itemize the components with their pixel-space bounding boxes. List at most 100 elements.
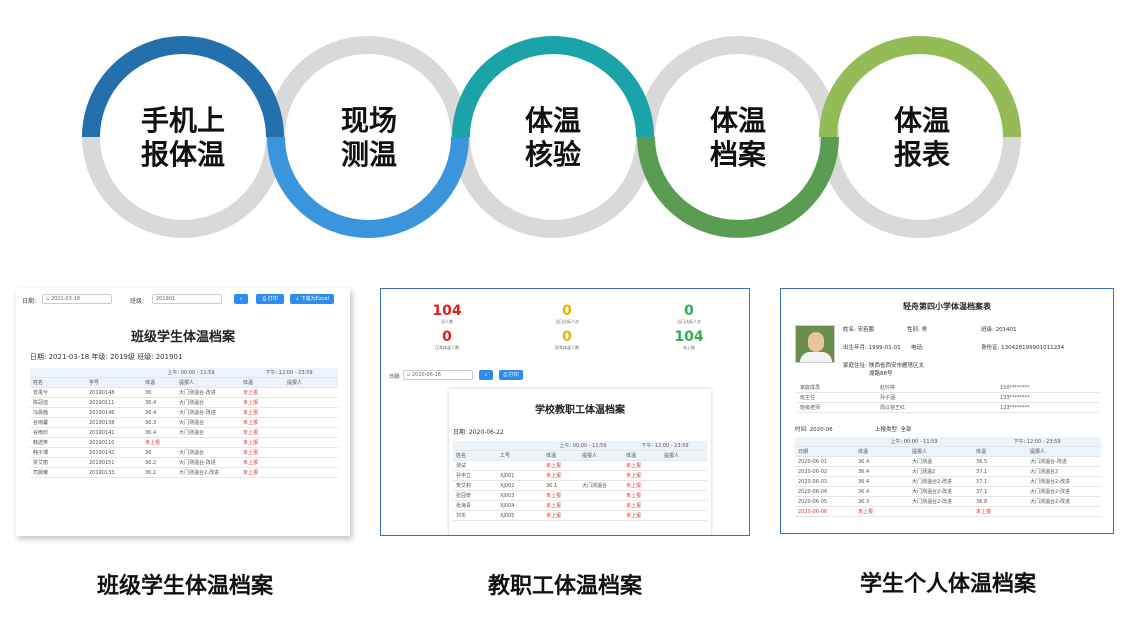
column-header: 提报人 [176, 377, 241, 388]
step-label-line: 体温 [524, 104, 581, 137]
column-header: 日期 [795, 446, 855, 457]
table-cell: 36.4 [855, 476, 909, 487]
column-header: 学号 [86, 377, 142, 388]
table-cell: 未上报 [240, 417, 285, 428]
class-value: 201901 [156, 296, 176, 302]
class-label: 班级: [130, 298, 145, 305]
table-cell: 大门测温台 [176, 397, 241, 408]
table-cell: 2020-06-04 [795, 486, 855, 497]
table-cell: 刘冬 [453, 510, 497, 521]
export-label: 下载为Excel [300, 296, 330, 302]
step-label-4: 体温 档案 [673, 104, 803, 172]
table-cell: 未上报 [623, 460, 662, 471]
student-id-card: 身份证: 130428199901011234 [981, 345, 1065, 351]
print-button[interactable]: ⎙ 打印 [256, 294, 284, 304]
table-cell: 大门测温台2-改进 [909, 496, 974, 507]
column-header: 提报人 [579, 450, 624, 461]
am-header: 上午: 00:00 - 11:59 [142, 368, 241, 378]
student-gender: 性别: 男 [907, 327, 928, 333]
export-excel-button[interactable]: ↓ 下载为Excel [290, 294, 334, 304]
table-cell: 未上报 [543, 500, 579, 511]
table-cell: 大门测温台2-改进 [176, 467, 241, 478]
table-cell: 未上报 [973, 506, 1028, 517]
table-cell: XJ001 [497, 470, 543, 481]
table-cell [284, 397, 339, 408]
table-cell: 20190133 [86, 467, 142, 478]
stat-today: 0 当日达标人次 [537, 303, 597, 325]
date-value: 2021-03-18 [50, 296, 81, 302]
date-input[interactable]: ▫ 2020-06-16 [403, 370, 473, 380]
student-birth: 出生年月: 1999-01-01 [843, 345, 901, 351]
table-cell: 20190111 [86, 397, 142, 408]
table-cell: 2020-06-03 [795, 476, 855, 487]
column-header: 体温 [240, 377, 285, 388]
table-cell: 未上报 [240, 457, 285, 468]
contact-role: 家庭成员 [797, 383, 877, 393]
table-cell: 20190138 [86, 417, 142, 428]
class-input[interactable]: 201901 [152, 294, 222, 304]
table-cell: 未上报 [543, 470, 579, 481]
table-cell: 36.4 [855, 466, 909, 477]
table-cell: 大门测温2 [909, 466, 974, 477]
table-cell: 大门测温台 [176, 427, 241, 438]
photo-head [808, 332, 824, 352]
table-cell: 36.8 [973, 496, 1028, 507]
table-cell: 2020-06-02 [795, 466, 855, 477]
table-cell [284, 427, 339, 438]
contact-name: 周以铭王红 [877, 402, 997, 413]
table-cell: 大门测温台2-改进 [909, 476, 974, 487]
table-header-row: 姓名 学号 体温 提报人 体温 提报人 [30, 377, 339, 388]
table-cell: 2020-06-01 [795, 456, 855, 467]
table-cell: 安禹兮 [30, 387, 86, 398]
date-input[interactable]: ▫ 2021-03-18 [42, 294, 112, 304]
table-cell: 孙丰立 [453, 470, 497, 481]
address-label: 家庭住址: [843, 363, 867, 369]
stat-number: 0 [684, 303, 694, 319]
stat-label: 未上报 [683, 345, 695, 350]
staff-archive-sheet: 学校教职工体温档案 日期: 2020-06-22 上午: 00:00 - 11:… [449, 389, 711, 535]
table-cell: 未上报 [240, 427, 285, 438]
table-period-row: 上午: 00:00 - 11:59 下午: 12:00 - 23:59 [453, 441, 708, 451]
column-header: 体温 [973, 446, 1028, 457]
staff-archive-caption: 教职工体温档案 [487, 574, 642, 599]
table-cell: 未上报 [623, 490, 662, 501]
table-cell [661, 470, 708, 481]
stat-total: 104 总人数 [417, 303, 477, 325]
ring-arc-3 [452, 36, 654, 138]
table-cell: 贾艾丽 [30, 457, 86, 468]
table-cell: 36.2 [142, 457, 176, 468]
table-cell: 36.5 [973, 456, 1028, 467]
step-label-3: 体温 核验 [488, 104, 618, 172]
student-phone: 电话: [911, 345, 924, 351]
step-label-5: 体温 报表 [857, 104, 987, 172]
search-button[interactable]: ⌕ [479, 370, 493, 380]
toolbar: 日期: ▫ 2021-03-18 班级: 201901 ⌕ ⎙ 打印 ↓ 下载为… [20, 294, 350, 308]
print-label: 打印 [267, 296, 278, 302]
table-period-row: 上午: 00:00 - 11:59 下午: 12:00 - 23:59 [795, 437, 1102, 447]
search-button[interactable]: ⌕ [234, 294, 248, 304]
table-cell: 大门测温台2 [1027, 466, 1102, 477]
table-cell: 36.1 [142, 467, 176, 478]
stat-label: 正常体温人数 [435, 345, 459, 350]
table-cell [284, 447, 339, 458]
table-cell: 大门测温台2-改进 [909, 486, 974, 497]
calendar-icon: ▫ [46, 296, 51, 302]
column-header: 体温 [543, 450, 579, 461]
table-cell: 大门测温台2-改进 [1027, 476, 1102, 487]
table-cell [661, 460, 708, 471]
table-cell [284, 437, 339, 448]
ring-arc-4 [637, 136, 839, 238]
table-cell: 未上报 [623, 470, 662, 481]
print-button[interactable]: ⎙ 打印 [499, 370, 523, 380]
table-cell: 大门测温台2-改进 [1027, 496, 1102, 507]
